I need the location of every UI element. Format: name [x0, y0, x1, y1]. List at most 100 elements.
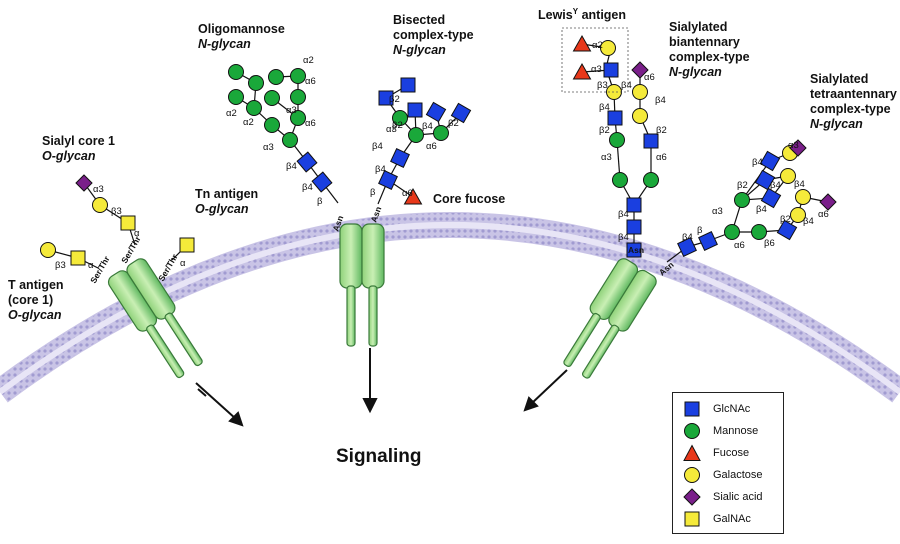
linkage-label: β6 [764, 238, 775, 249]
protein-domain [361, 223, 385, 289]
oligomannose-mannose [290, 68, 306, 84]
tetraantennary-galactose-c [790, 207, 806, 223]
linkage-label: α2 [303, 55, 314, 66]
glcnac-square-icon [684, 401, 700, 417]
oligomannose-mannose [228, 89, 244, 105]
sialyl-core1-sialic-acid [75, 174, 93, 192]
lewis-y-box [561, 27, 629, 93]
linkage-label: α [134, 228, 140, 239]
transmembrane-helix [146, 324, 185, 379]
tetraantennary-glcnac-d [776, 219, 798, 241]
linkage-label: α [180, 258, 186, 269]
linkage-label: β4 [770, 180, 781, 191]
tetraantennary-glcnac-a [754, 169, 776, 191]
core-fucose-triangle [403, 187, 423, 205]
tetraantennary-sialic-acid-a6 [819, 193, 837, 211]
legend: GlcNAc Mannose Fucose Galactose Sialic a… [672, 392, 784, 534]
tetraantennary-glcnac-b [759, 150, 781, 172]
bisected-glcnac-2 [390, 148, 410, 168]
sialylated-protein [563, 258, 657, 379]
linkage-label: β4 [618, 232, 629, 243]
linkage-label: α [88, 260, 94, 271]
bisected-glcnac-bisecting [407, 102, 423, 118]
linkage-label: β [697, 225, 703, 236]
linkage-label: β4 [621, 80, 632, 91]
transmembrane-helix [368, 285, 378, 347]
oligomannose-mannose [228, 64, 244, 80]
oligomannose-protein [339, 223, 385, 347]
linkage-label: Asn [628, 245, 644, 255]
linkage-label: β2 [448, 118, 459, 129]
legend-item-galactose: Galactose [683, 465, 763, 485]
linkage-label: β2 [389, 94, 400, 105]
bisected-glcnac-a6-arm-2 [450, 102, 472, 124]
linkage-label: β2 [599, 125, 610, 136]
lewis-y-glcnac [603, 62, 619, 78]
tetraantennary-galactose-a [780, 168, 796, 184]
linkage-label: α2 [226, 108, 237, 119]
label-sialylated-tetraantennary: Sialylated tetraantennary complex-type N… [810, 72, 897, 131]
signaling-arrows [195, 348, 568, 427]
linkage-label: β4 [302, 182, 313, 193]
oligomannose-mannose [248, 75, 264, 91]
linkage-label: α3 [93, 184, 104, 195]
bisected-mannose-a3 [392, 110, 408, 126]
oligomannose-mannose [282, 132, 298, 148]
linkage-label: β3 [597, 80, 608, 91]
legend-item-sialic-acid: Sialic acid [683, 487, 763, 507]
linkage-label: β4 [422, 121, 433, 132]
oligomannose-mannose [268, 69, 284, 85]
bisected-mannose-a6 [433, 125, 449, 141]
protein-domain [339, 223, 363, 289]
legend-item-fucose: Fucose [683, 443, 749, 463]
linkage-label: β4 [286, 161, 297, 172]
tetraantennary-glcnac-2 [698, 231, 718, 251]
linkage-label: β [370, 187, 376, 198]
tetraantennary-mannose-core [724, 224, 740, 240]
legend-item-galnac: GalNAc [683, 509, 751, 529]
linkage-label: β4 [682, 232, 693, 243]
label-core-fucose: Core fucose [433, 192, 506, 206]
glycosidic-bond [741, 160, 771, 201]
biantennary-core-glcnac-1 [626, 219, 642, 235]
transmembrane-helix [346, 285, 356, 347]
linkage-label: β4 [372, 141, 383, 152]
legend-item-mannose: Mannose [683, 421, 758, 441]
linkage-label: β4 [803, 216, 814, 227]
tn-antigen-galnac [179, 237, 195, 253]
biantennary-mannose-right [643, 172, 659, 188]
linkage-label: α3 [601, 152, 612, 163]
oligomannose-glcnac-1 [311, 171, 333, 193]
transmembrane-helix [563, 312, 601, 367]
tetraantennary-mannose-a3 [734, 192, 750, 208]
linkage-label: β2 [780, 214, 791, 225]
tetraantennary-glcnac-c [760, 187, 782, 209]
o-glycan-protein [107, 258, 203, 379]
label-sialyl-core1: Sialyl core 1 O-glycan [42, 134, 115, 163]
galactose-circle-icon [684, 467, 700, 483]
linkage-label: α3 [712, 206, 723, 217]
signaling-title: Signaling [336, 446, 422, 467]
bisected-glcnac-a6-arm [425, 101, 447, 123]
linkage-label: β [317, 196, 323, 207]
linkage-label: β4 [655, 95, 666, 106]
oligomannose-mannose [246, 100, 262, 116]
oligomannose-mannose [264, 90, 280, 106]
fucose-triangle-icon [683, 444, 701, 461]
linkage-label: α2 [592, 40, 603, 51]
linkage-label: α3 [386, 124, 397, 135]
oligomannose-mannose [290, 89, 306, 105]
biantennary-sialic-acid [631, 61, 649, 79]
glycan-residues [40, 34, 837, 266]
linkage-label: β4 [794, 179, 805, 190]
linkage-label: α6 [305, 76, 316, 87]
linkage-label: α6 [305, 118, 316, 129]
oligomannose-mannose [290, 110, 306, 126]
mannose-circle-icon [684, 423, 700, 439]
label-tn-antigen: Tn antigen O-glycan [195, 187, 259, 216]
label-sialylated-biantennary: Sialylated biantennary complex-type N-gl… [669, 20, 750, 79]
label-lewis-y: LewisY antigen [538, 7, 627, 23]
label-bisected: Bisected complex-type N-glycan [393, 13, 474, 57]
linkage-label: β4 [756, 204, 767, 215]
